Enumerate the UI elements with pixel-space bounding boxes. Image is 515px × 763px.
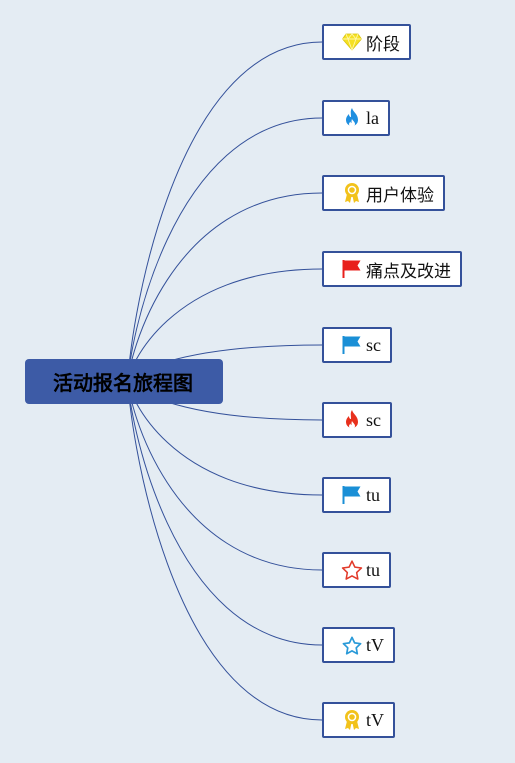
branch-label: tu bbox=[366, 484, 381, 505]
connector-line bbox=[127, 380, 323, 646]
branch-node-pain[interactable]: 痛点及改进 bbox=[322, 251, 462, 287]
branch-label: 用户体验 bbox=[366, 185, 434, 206]
branch-label: sc bbox=[366, 409, 381, 430]
branch-label: sc bbox=[366, 334, 381, 355]
branch-label: la bbox=[366, 107, 379, 128]
branch-node-ux[interactable]: 用户体验 bbox=[322, 175, 445, 211]
branch-node-stage[interactable]: 阶段 bbox=[322, 24, 411, 60]
fire-icon bbox=[341, 409, 363, 431]
branch-label: tu bbox=[366, 559, 381, 580]
flag-icon bbox=[341, 258, 363, 280]
root-node[interactable]: 活动报名旅程图 bbox=[25, 359, 223, 404]
branch-node-tu-1[interactable]: tu bbox=[322, 477, 392, 513]
award-icon bbox=[341, 182, 363, 204]
branch-label: 痛点及改进 bbox=[366, 261, 451, 282]
connector-line bbox=[127, 41, 323, 382]
branch-node-tv-2[interactable]: tV bbox=[322, 702, 395, 738]
branch-label: 阶段 bbox=[366, 34, 400, 55]
diamond-icon bbox=[341, 31, 363, 53]
branch-label: tV bbox=[366, 634, 384, 655]
branch-node-tv-1[interactable]: tV bbox=[322, 627, 395, 663]
flag-icon bbox=[341, 484, 363, 506]
star-icon bbox=[341, 634, 363, 656]
flag-icon bbox=[341, 334, 363, 356]
award-icon bbox=[341, 709, 363, 731]
star-icon bbox=[341, 559, 363, 581]
branch-node-sc-1[interactable]: sc bbox=[322, 327, 392, 363]
branch-node-sc-2[interactable]: sc bbox=[322, 402, 392, 438]
connector-line bbox=[127, 117, 323, 382]
connector-line bbox=[127, 380, 323, 721]
branch-label: tV bbox=[366, 709, 384, 730]
root-label: 活动报名旅程图 bbox=[53, 371, 193, 395]
branch-node-la[interactable]: la bbox=[322, 100, 390, 136]
connector-line bbox=[127, 192, 323, 382]
connector-line bbox=[127, 380, 323, 571]
fire-icon bbox=[341, 107, 363, 129]
branch-node-tu-2[interactable]: tu bbox=[322, 552, 392, 588]
